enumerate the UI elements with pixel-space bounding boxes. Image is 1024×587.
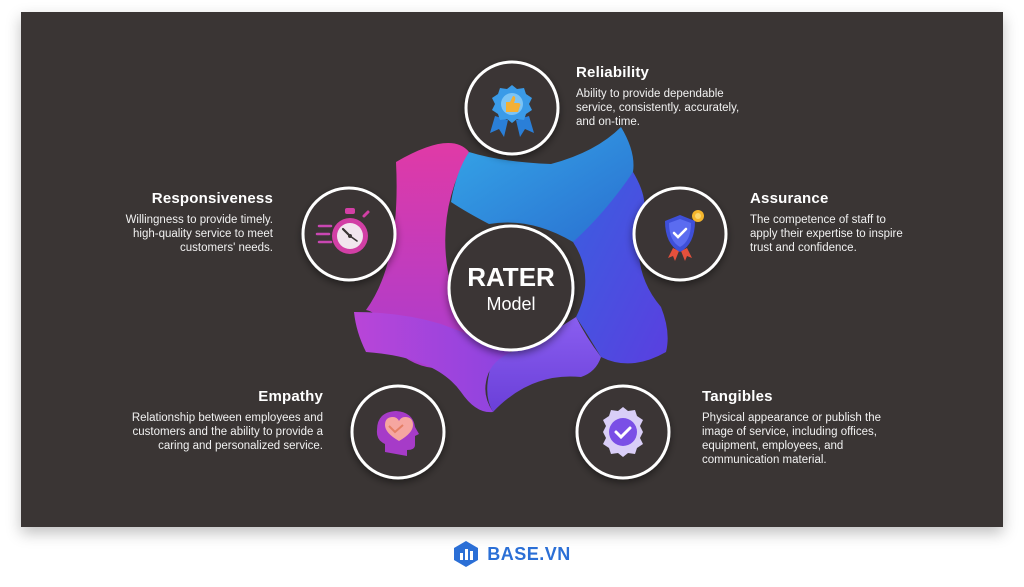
fast-stopwatch-icon — [315, 208, 370, 254]
empathy-description: Relationship between employees and custo… — [131, 412, 323, 452]
shield-check-icon — [665, 210, 704, 261]
responsiveness-node — [301, 186, 397, 282]
center-title: RATER — [467, 262, 555, 292]
petal-blue — [451, 127, 634, 242]
quality-badge-thumbs-up-icon — [490, 85, 534, 137]
assurance-node — [632, 186, 728, 282]
footer: BASE.VN — [0, 540, 1024, 573]
empathy-node — [350, 384, 446, 480]
rater-diagram: RATER Model — [301, 60, 728, 480]
responsiveness-description: Willingness to provide timely. high-qual… — [125, 214, 273, 254]
responsiveness-title: Responsiveness — [151, 190, 273, 207]
footer-brand[interactable]: BASE.VN — [487, 543, 571, 564]
reliability-title: Reliability — [576, 64, 650, 81]
verified-seal-icon — [603, 407, 643, 457]
tangibles-title: Tangibles — [702, 388, 773, 405]
assurance-title: Assurance — [750, 190, 829, 207]
reliability-block: Reliability Ability to provide dependabl… — [576, 64, 806, 129]
center-subtitle: Model — [486, 294, 535, 314]
empathy-block: Empathy Relationship between employees a… — [83, 388, 323, 453]
tangibles-node — [575, 384, 671, 480]
reliability-description: Ability to provide dependable service, c… — [576, 88, 740, 128]
slide-background: RATER Model — [21, 12, 1003, 527]
head-handshake-icon — [376, 411, 419, 456]
tangibles-description: Physical appearance or publish the image… — [702, 412, 882, 466]
center-circle — [447, 224, 575, 352]
base-logo-icon — [454, 541, 479, 567]
petal-violet — [487, 317, 601, 412]
empathy-title: Empathy — [258, 388, 323, 405]
reliability-node — [464, 60, 560, 156]
assurance-description: The competence of staff to apply their e… — [750, 214, 903, 254]
responsiveness-block: Responsiveness Willingness to provide ti… — [81, 190, 273, 255]
assurance-block: Assurance The competence of staff to app… — [750, 190, 980, 255]
petal-indigo — [573, 172, 668, 364]
tangibles-block: Tangibles Physical appearance or publish… — [702, 388, 952, 467]
